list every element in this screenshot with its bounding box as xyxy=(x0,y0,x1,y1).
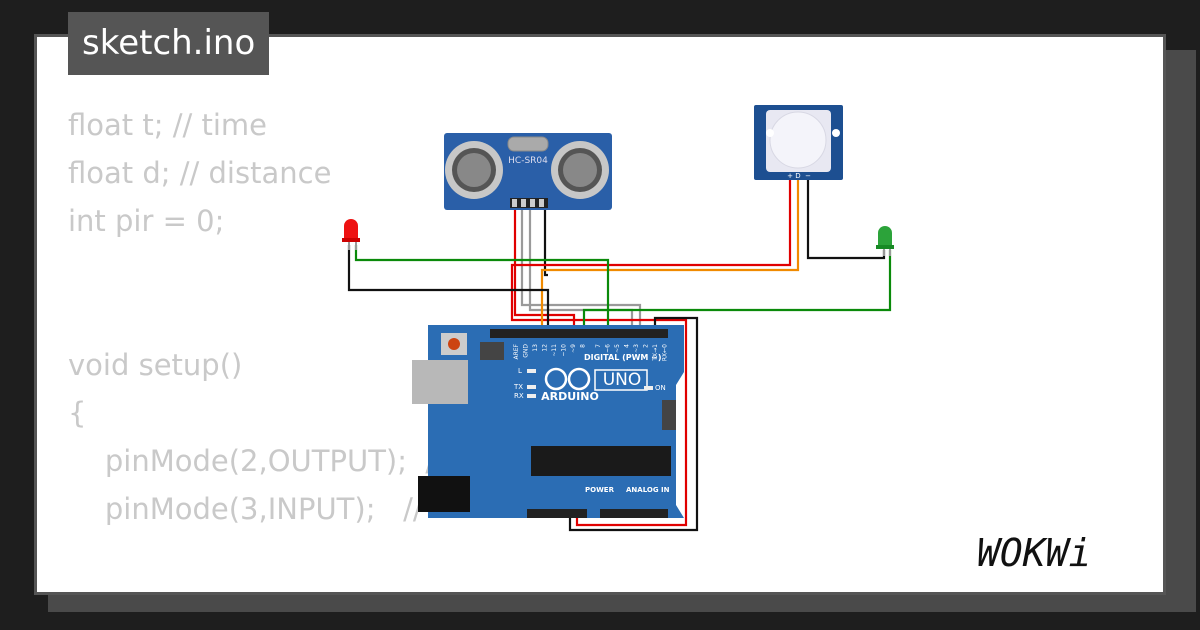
wire-sensor-trig xyxy=(520,205,642,328)
wokwi-logo-text: WOKWi xyxy=(977,531,1091,575)
digital-pin-label: ~3 xyxy=(633,344,640,353)
led-green[interactable] xyxy=(876,226,894,256)
sensor-label: HC-SR04 xyxy=(508,156,548,166)
wire-led-green-sig xyxy=(582,250,892,330)
code-line[interactable]: float d; // distance xyxy=(68,156,332,190)
infinity-logo-icon xyxy=(544,367,591,391)
wire-board-gnd xyxy=(568,316,699,532)
power-header-label: POWER xyxy=(585,486,615,494)
wire-led-red-gnd xyxy=(347,245,550,330)
wokwi-logo: WOKWi xyxy=(977,531,1091,575)
led-tx-label: TX xyxy=(513,383,523,391)
wire-pir-vcc xyxy=(510,180,792,527)
digital-pin-label: AREF xyxy=(513,343,520,359)
code-editor: float t; // time float d; // distance int … xyxy=(68,101,543,592)
project-card: float t; // time float d; // distance int … xyxy=(34,34,1166,595)
digital-pin-label: 2 xyxy=(643,344,650,348)
board-model-label: UNO xyxy=(603,370,642,390)
digital-pin-label: 8 xyxy=(580,344,587,348)
pir-sensor[interactable]: + D − xyxy=(754,105,843,180)
digital-pin-label: ~10 xyxy=(561,344,568,357)
digital-pin-label: TX→1 xyxy=(652,344,659,362)
digital-pin-label: ~11 xyxy=(551,344,558,357)
wire-led-red-sig xyxy=(354,245,610,330)
led-on-label: ON xyxy=(655,384,666,392)
ultrasonic-sensor[interactable]: HC-SR04 xyxy=(444,133,612,210)
digital-pin-label: ~9 xyxy=(570,344,577,353)
digital-pin-label: GND xyxy=(523,344,530,358)
code-line[interactable]: void setup() xyxy=(68,348,243,382)
code-line[interactable]: { xyxy=(68,396,87,430)
board-brand-label: ARDUINO xyxy=(541,390,599,403)
digital-pin-label: RX←0 xyxy=(662,344,669,361)
wire-sensor-gnd xyxy=(543,205,548,277)
digital-pin-label: 7 xyxy=(595,344,602,348)
code-line[interactable]: pinMode(6,OUTPUT); //echo d xyxy=(68,581,543,592)
code-line[interactable]: float t; // time xyxy=(68,108,268,142)
led-l-label: L xyxy=(518,367,522,375)
analog-header-label: ANALOG IN xyxy=(626,486,670,494)
pir-pin-d: D xyxy=(795,172,800,180)
digital-header-label: DIGITAL (PWM ~) xyxy=(584,353,662,362)
digital-pin-label: ~6 xyxy=(605,344,612,353)
wire-pir-d xyxy=(540,180,800,330)
code-line[interactable]: int pir = 0; xyxy=(68,204,225,238)
digital-pin-label: 12 xyxy=(542,344,549,352)
wire-pir-gnd xyxy=(806,180,886,260)
digital-pin-label: 13 xyxy=(532,344,539,352)
code-line[interactable]: pinMode(3,INPUT); // xyxy=(68,492,423,526)
led-rx-label: RX xyxy=(514,392,524,400)
digital-pin-label: 4 xyxy=(624,344,631,348)
led-red[interactable] xyxy=(342,219,360,250)
file-tab[interactable]: sketch.ino xyxy=(68,12,270,75)
pir-pin-minus: − xyxy=(805,172,811,180)
pir-pin-plus: + xyxy=(787,172,793,180)
digital-pin-label: ~5 xyxy=(614,344,621,353)
